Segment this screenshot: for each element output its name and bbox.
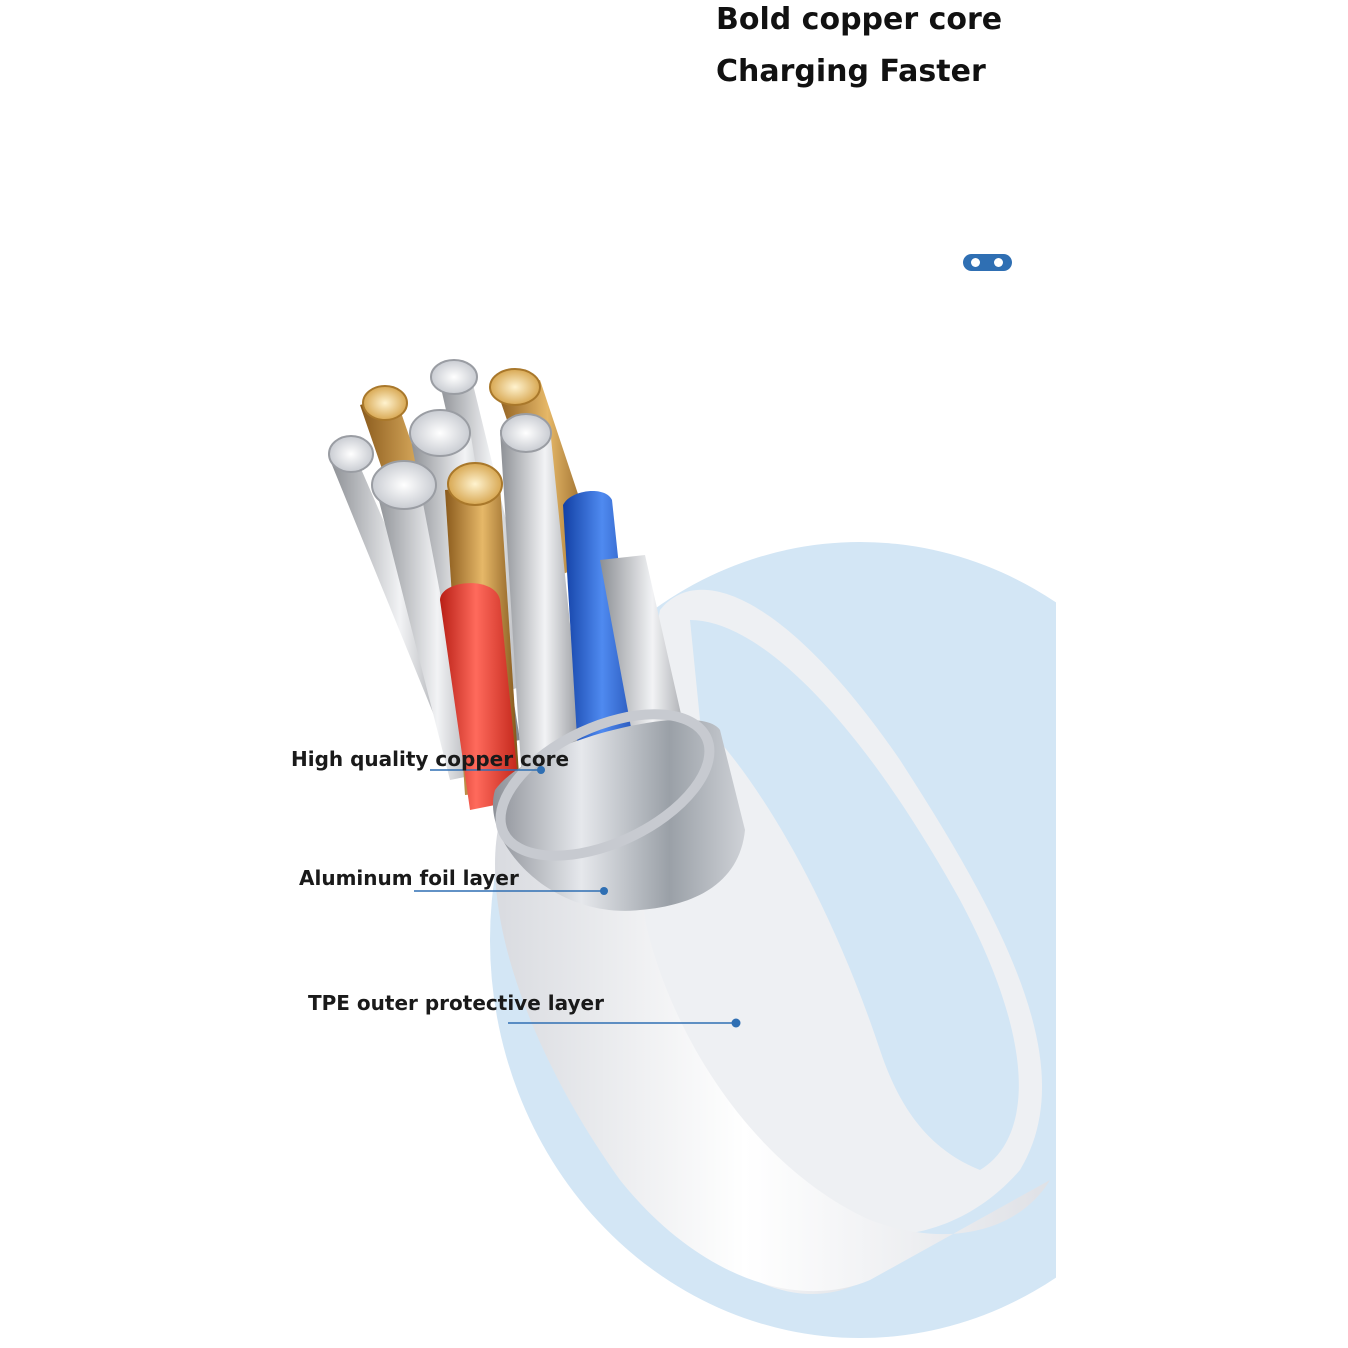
pill-badge-dot [994, 258, 1003, 267]
pill-badge-dot [971, 258, 980, 267]
headline-line-2: Charging Faster [716, 54, 986, 89]
callout-tpe-layer: TPE outer protective layer [308, 991, 604, 1015]
callout-aluminum-foil: Aluminum foil layer [299, 866, 519, 890]
callout-leaders [414, 766, 741, 1028]
pill-badge-icon [963, 254, 1012, 271]
headline-line-1: Bold copper core [716, 2, 1003, 37]
callout-copper-core: High quality copper core [291, 747, 570, 771]
headline: Bold copper core Charging Faster [716, 0, 1002, 98]
aluminum-foil-ring [492, 709, 745, 911]
